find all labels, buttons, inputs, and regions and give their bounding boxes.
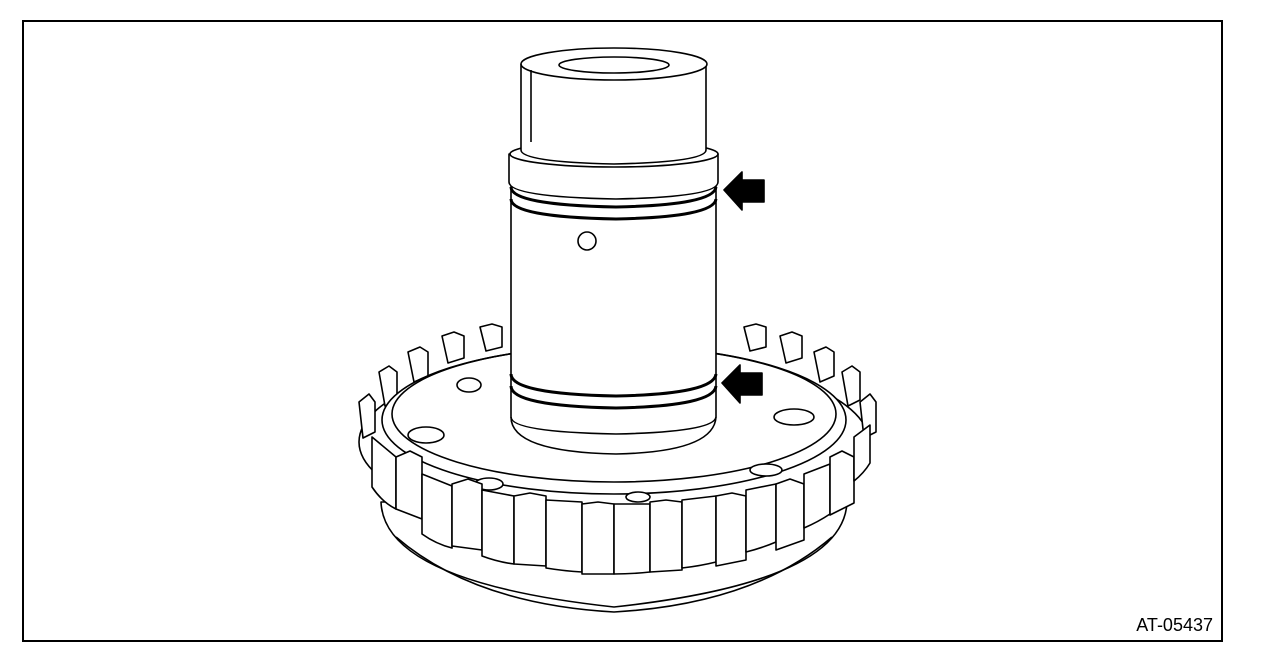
technical-illustration <box>24 22 1221 640</box>
arrow-icon-upper <box>724 172 764 210</box>
arrow-icon-lower <box>722 365 762 403</box>
figure-frame: AT-05437 <box>22 20 1223 642</box>
figure-code-label: AT-05437 <box>1136 615 1213 635</box>
gear-teeth-back <box>359 324 876 438</box>
gear-teeth-front <box>372 425 870 574</box>
shaft <box>509 48 718 454</box>
